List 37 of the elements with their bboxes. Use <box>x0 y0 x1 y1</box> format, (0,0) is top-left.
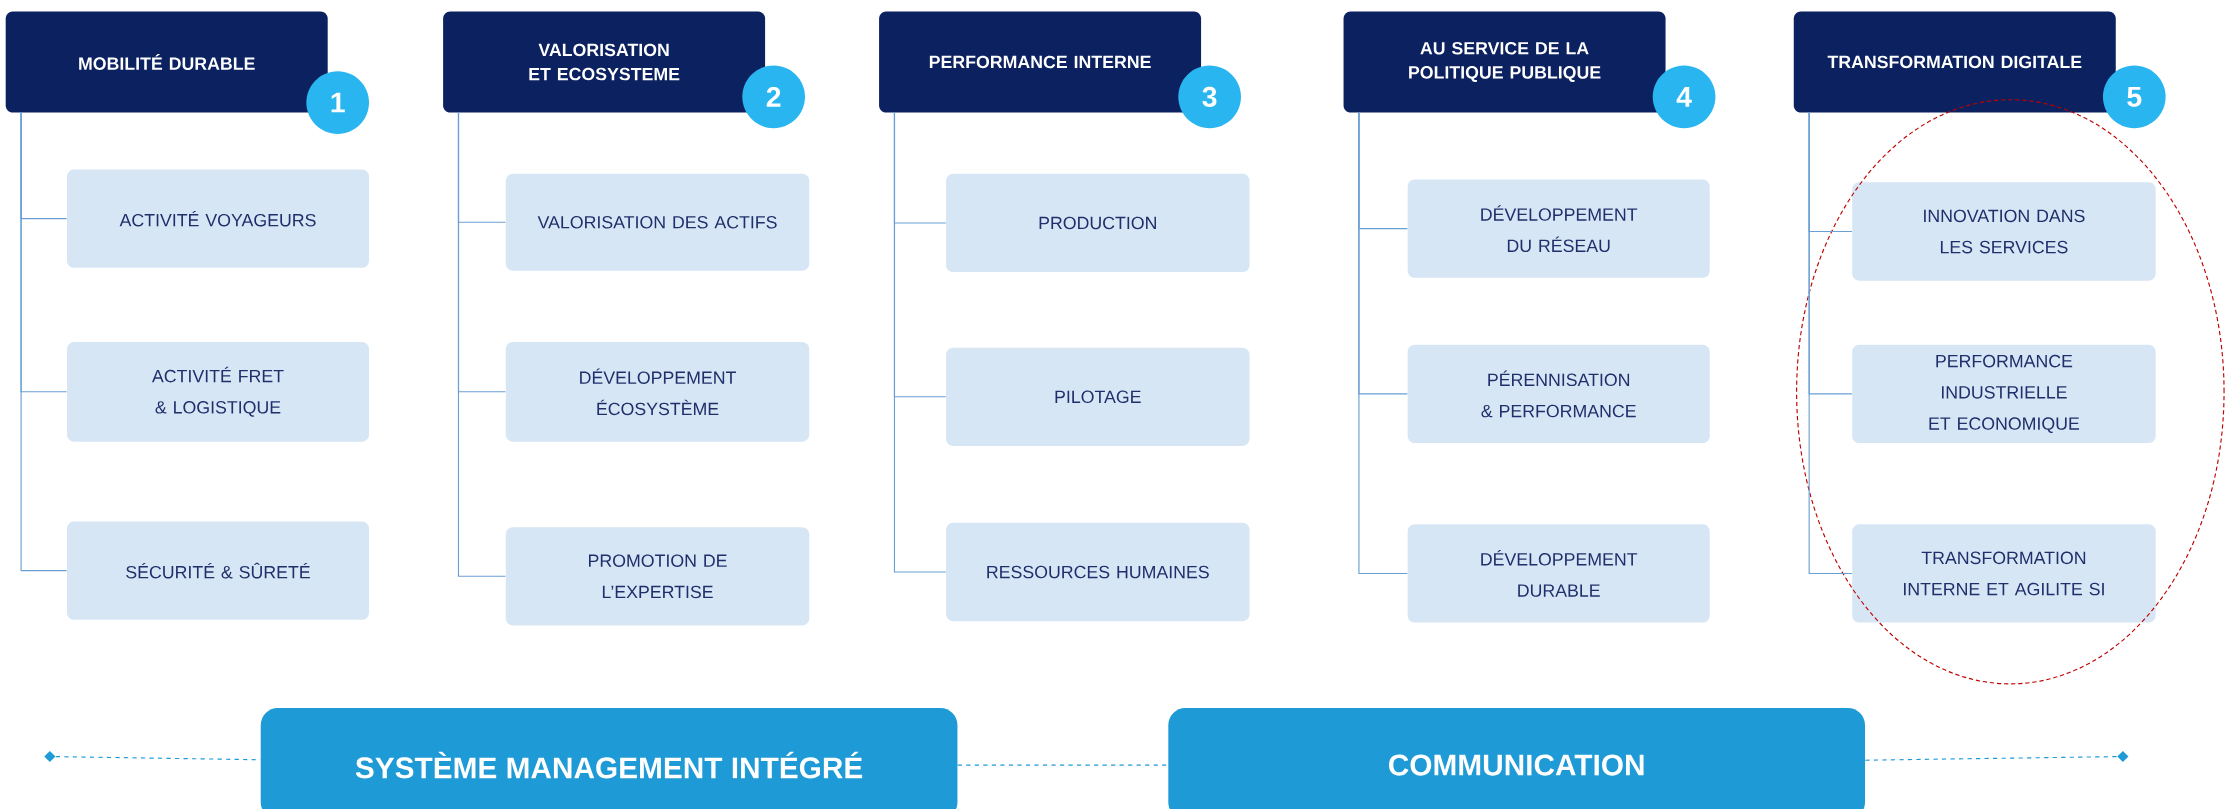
dashed-connector <box>1864 755 2118 761</box>
topic-box: TRANSFORMATION INTERNE ET AGILITE SI <box>1852 524 2156 623</box>
topic-box: ACTIVITÉ FRET & LOGISTIQUE <box>66 341 369 442</box>
topic-box: SÉCURITÉ & SÛRETÉ <box>66 521 369 620</box>
number-badge: 2 <box>742 65 805 129</box>
tree-connector <box>1358 112 1408 574</box>
banner: SYSTÈME MANAGEMENT INTÉGRÉ <box>260 707 958 809</box>
topic-box: ACTIVITÉ VOYAGEURS <box>66 169 369 268</box>
tree-connector <box>20 112 68 572</box>
end-marker <box>44 750 56 762</box>
number-badge: 3 <box>1178 65 1241 129</box>
banner: COMMUNICATION <box>1168 707 1865 809</box>
topic-box: PERFORMANCE INDUSTRIELLE ET ECONOMIQUE <box>1852 344 2156 443</box>
category-header: TRANSFORMATION DIGITALE <box>1793 11 2116 113</box>
topic-box: PRODUCTION <box>946 173 1250 272</box>
topic-box: DÉVELOPPEMENT ÉCOSYSTÈME <box>505 341 810 442</box>
topic-box: PROMOTION DE L’EXPERTISE <box>505 527 810 626</box>
category-header: VALORISATION ET ECOSYSTEME <box>443 11 766 113</box>
category-header: PERFORMANCE INTERNE <box>879 11 1202 113</box>
tree-connector <box>1808 112 1853 574</box>
tree-connector <box>457 112 507 577</box>
end-marker <box>2117 750 2129 762</box>
category-header: MOBILITÉ DURABLE <box>5 11 328 113</box>
topic-box: VALORISATION DES ACTIFS <box>505 173 810 271</box>
topic-box: PILOTAGE <box>946 347 1250 446</box>
topic-box: DÉVELOPPEMENT DU RÉSEAU <box>1407 179 1710 278</box>
topic-box: INNOVATION DANS LES SERVICES <box>1852 182 2156 281</box>
number-badge: 1 <box>306 71 369 134</box>
number-badge: 4 <box>1652 65 1716 129</box>
tree-connector <box>893 112 947 573</box>
dashed-connector <box>957 764 1169 766</box>
topic-box: RESSOURCES HUMAINES <box>946 522 1250 622</box>
topic-box: DÉVELOPPEMENT DURABLE <box>1407 524 1710 623</box>
dashed-connector <box>55 755 262 761</box>
topic-box: PÉRENNISATION & PERFORMANCE <box>1407 344 1710 443</box>
category-header: AU SERVICE DE LA POLITIQUE PUBLIQUE <box>1343 11 1666 113</box>
number-badge: 5 <box>2102 65 2166 129</box>
